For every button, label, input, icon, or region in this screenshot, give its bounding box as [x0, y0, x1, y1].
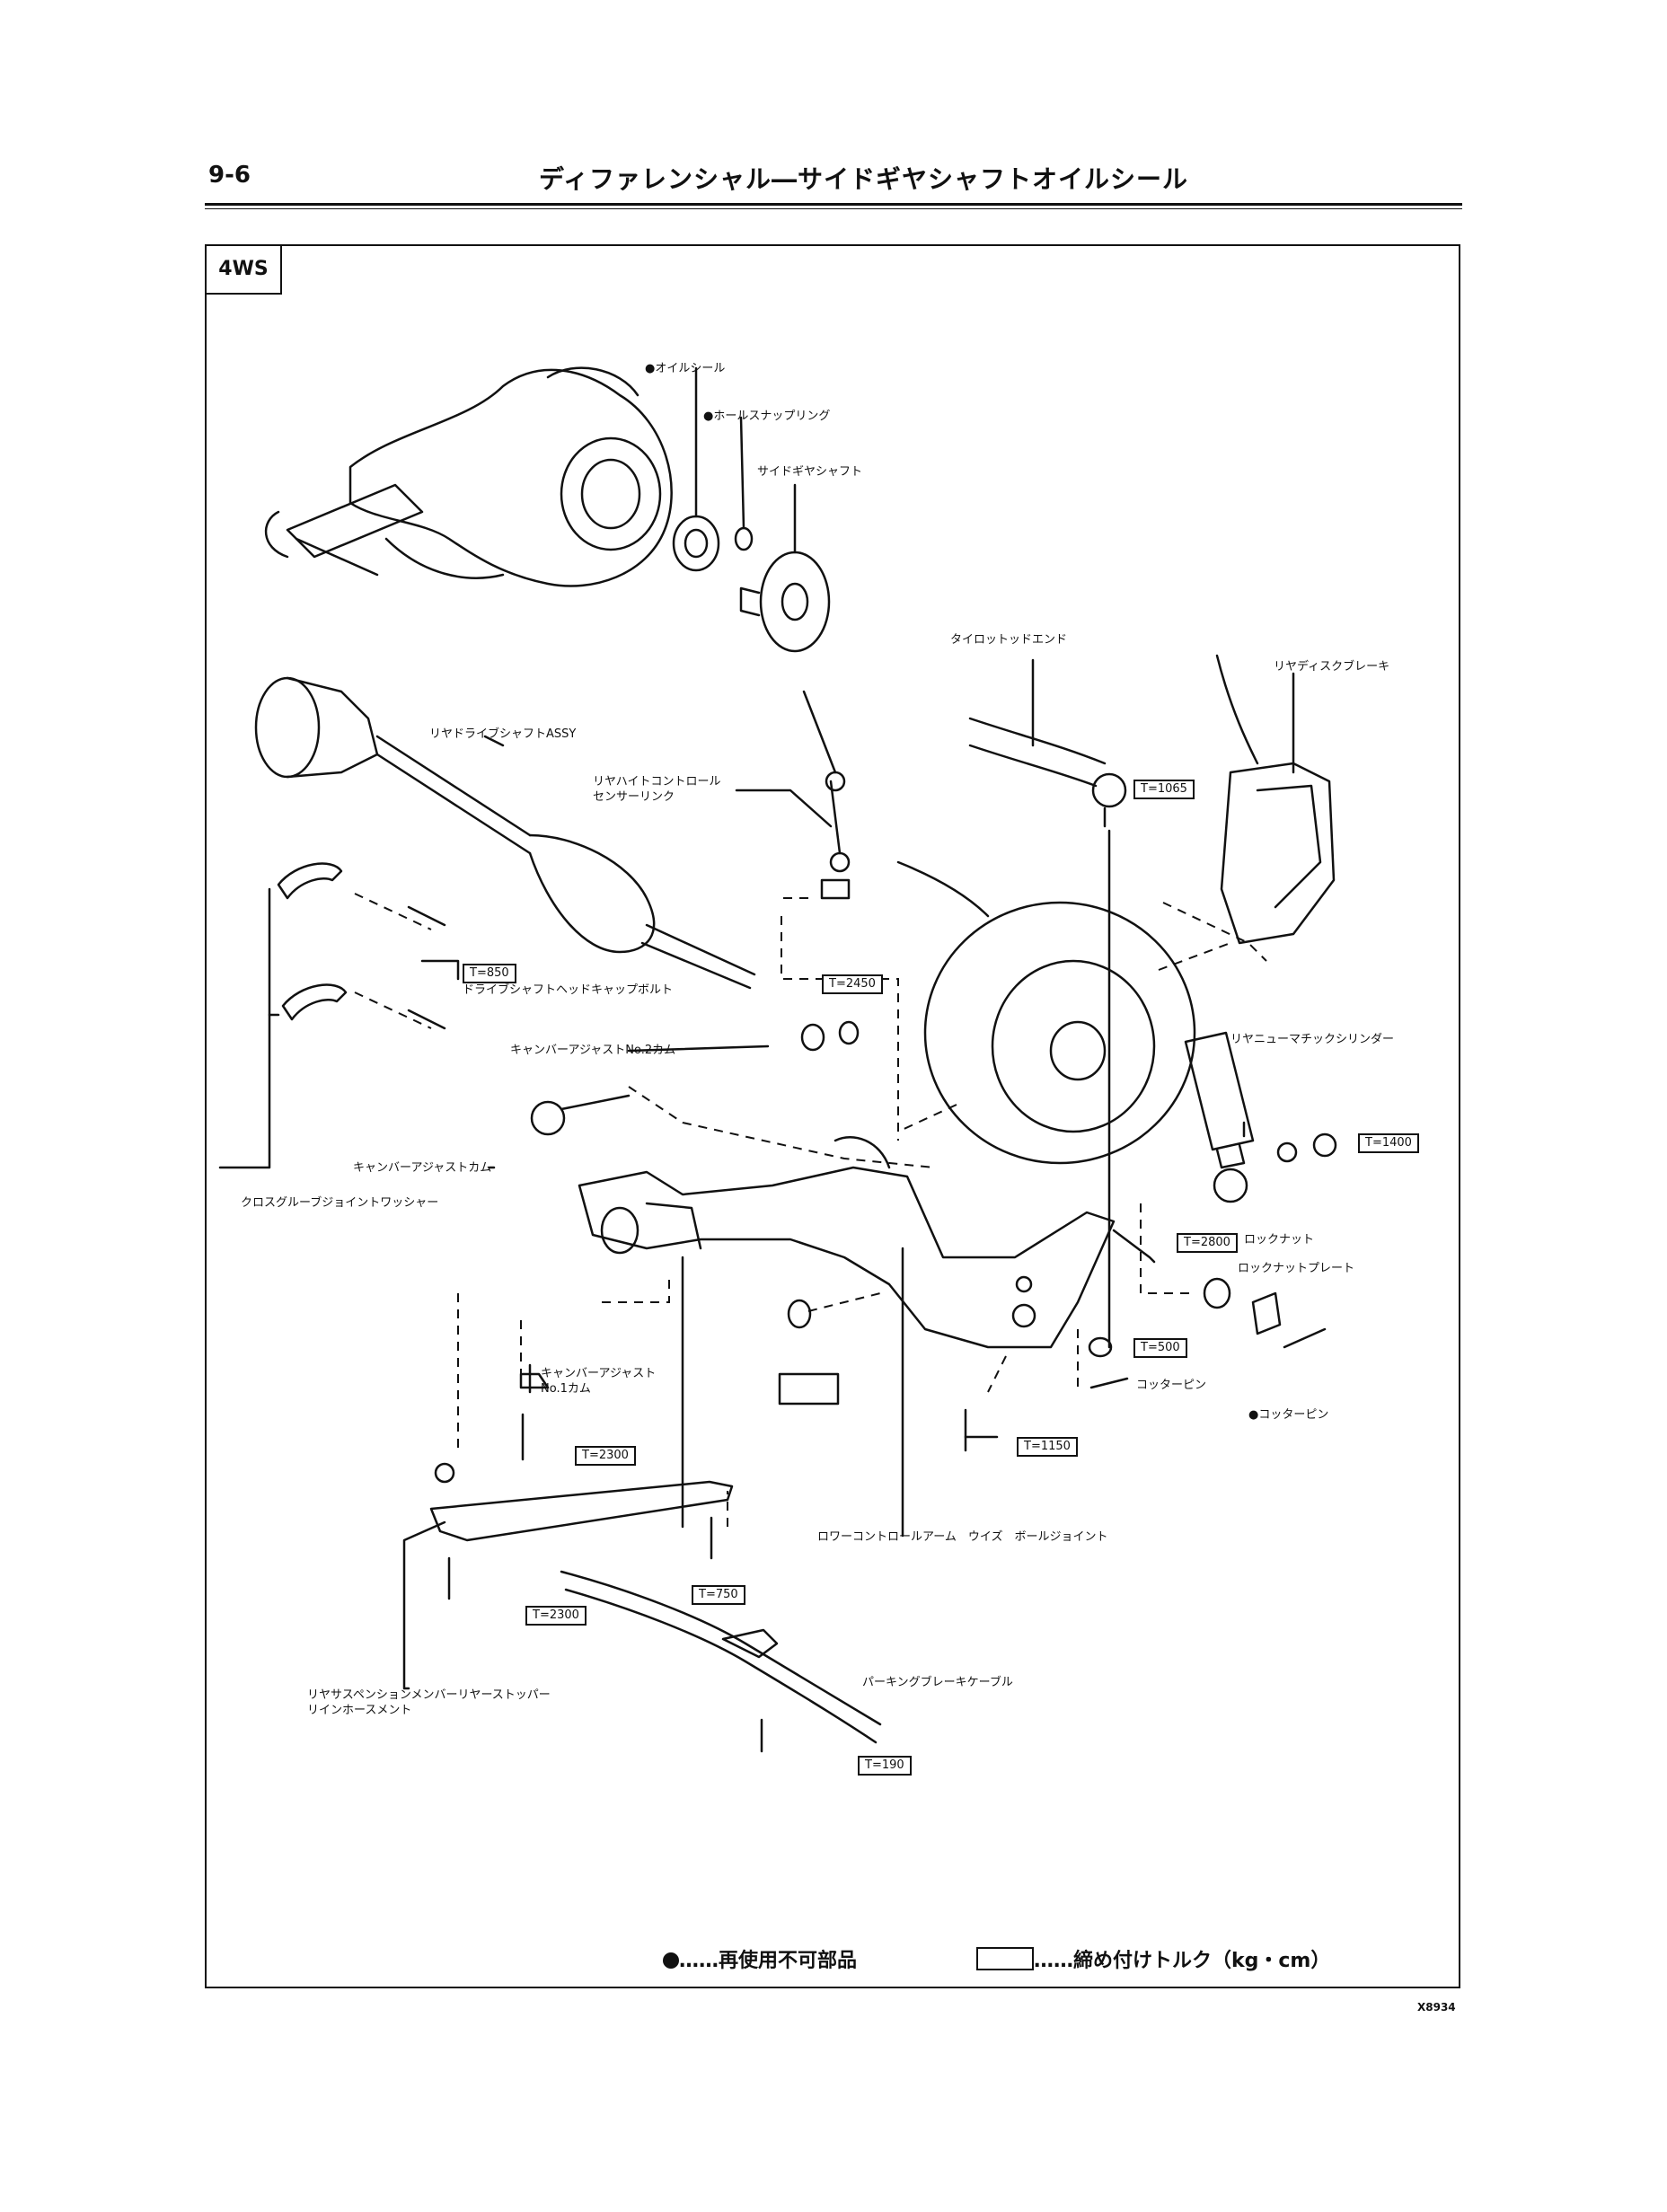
label-parking-cable: パーキングブレーキケーブル	[862, 1676, 1013, 1689]
variant-tag: 4WS	[205, 244, 282, 295]
camber-cam-no2	[800, 1023, 825, 1052]
label-oil-seal: ●オイルシール	[645, 362, 726, 375]
torque-box: T=850	[463, 964, 516, 983]
torque-box: T=750	[692, 1585, 745, 1605]
brake-rotor	[896, 860, 1196, 1165]
hole-snap-ring	[734, 526, 754, 551]
diagram-frame	[205, 244, 1460, 1988]
label-drive-shaft-bolt: ドライブシャフトヘッドキャップボルト	[463, 983, 674, 997]
torque-box: T=2300	[525, 1606, 587, 1626]
lock-nut	[1203, 1277, 1231, 1309]
label-lock-nut-plate: ロックナットプレート	[1238, 1262, 1355, 1275]
camber-adjust-cam	[530, 1100, 566, 1136]
head-cap-bolt-upper	[407, 905, 446, 927]
cross-groove-washer-lower	[281, 983, 348, 1021]
tie-rod-end	[968, 717, 1127, 828]
cross-groove-washer-upper	[277, 862, 343, 900]
camber-cam-no1	[519, 1372, 550, 1389]
legend-non-reusable: ……再使用不可部品	[663, 1944, 857, 1973]
cotter-pin-b	[1283, 1327, 1327, 1349]
header-rule	[205, 203, 1462, 206]
lock-nut-plate	[1251, 1291, 1282, 1335]
torque-box: T=1150	[1017, 1437, 1078, 1457]
oil-seal	[672, 515, 720, 572]
torque-box-icon	[976, 1947, 1034, 1970]
header-rule-thin	[205, 208, 1462, 209]
parking-brake-cable	[560, 1570, 882, 1726]
page-title: ディファレンシャル―サイドギヤシャフトオイルシール	[539, 164, 1189, 194]
side-gear-shaft	[739, 551, 831, 653]
label-rear-disc-brake: リヤディスクブレーキ	[1274, 660, 1390, 674]
label-cotter-pin: コッターピン	[1136, 1379, 1207, 1392]
label-height-control-1: リヤハイトコントロール	[593, 775, 721, 789]
arm-bushing	[834, 1136, 891, 1169]
label-member-2: リインホースメント	[307, 1704, 412, 1717]
torque-box: T=2450	[822, 974, 883, 994]
label-lower-arm: ロワーコントロールアーム ウイズ ボールジョイント	[817, 1530, 1108, 1544]
stopper-reinforcement	[429, 1480, 734, 1542]
label-rear-drive-shaft: リヤドライブシャフトASSY	[429, 727, 577, 741]
pneumatic-cylinder	[1184, 1031, 1255, 1203]
torque-box: T=2800	[1177, 1233, 1238, 1253]
torque-box: T=2300	[575, 1446, 636, 1466]
label-cross-groove-washer: クロスグルーブジョイントワッシャー	[241, 1196, 439, 1210]
torque-box: T=500	[1133, 1338, 1187, 1358]
cotter-pin	[1089, 1377, 1129, 1389]
height-control-link	[802, 690, 851, 900]
rear-drive-shaft	[254, 676, 756, 990]
label-member-1: リヤサスペンションメンバーリヤーストッパー	[307, 1688, 551, 1702]
head-cap-bolt-lower	[407, 1009, 446, 1030]
torque-box: T=1065	[1133, 780, 1195, 799]
label-camber-cam-1a: キャンバーアジャスト	[541, 1367, 657, 1380]
label-camber-cam-2: キャンバーアジャストNo.2カム	[510, 1044, 676, 1057]
differential-carrier	[264, 366, 673, 587]
page-number: 9-6	[208, 162, 251, 189]
figure-code: X8934	[1417, 2001, 1456, 2014]
label-cotter-pin-b: ●コッターピン	[1248, 1408, 1329, 1422]
filled-circle-icon	[663, 1952, 679, 1969]
label-height-control-2: センサーリンク	[593, 790, 675, 804]
label-tie-rod-end: タイロットッドエンド	[950, 633, 1068, 647]
label-lock-nut: ロックナット	[1244, 1233, 1315, 1247]
torque-box: T=1400	[1358, 1133, 1419, 1153]
rear-disc-brake	[1215, 654, 1336, 945]
label-camber-cam: キャンバーアジャストカム	[353, 1161, 492, 1175]
label-hole-snap-ring: ●ホールスナップリング	[703, 410, 831, 423]
lower-control-arm	[578, 1166, 1116, 1349]
label-side-gear-shaft: サイドギヤシャフト	[757, 465, 863, 479]
label-pneumatic-cylinder: リヤニューマチックシリンダー	[1230, 1033, 1395, 1046]
label-camber-cam-1b: No.1カム	[541, 1382, 591, 1396]
legend-torque: ……締め付けトルク（kg・cm）	[976, 1944, 1330, 1973]
torque-box: T=190	[858, 1756, 912, 1776]
